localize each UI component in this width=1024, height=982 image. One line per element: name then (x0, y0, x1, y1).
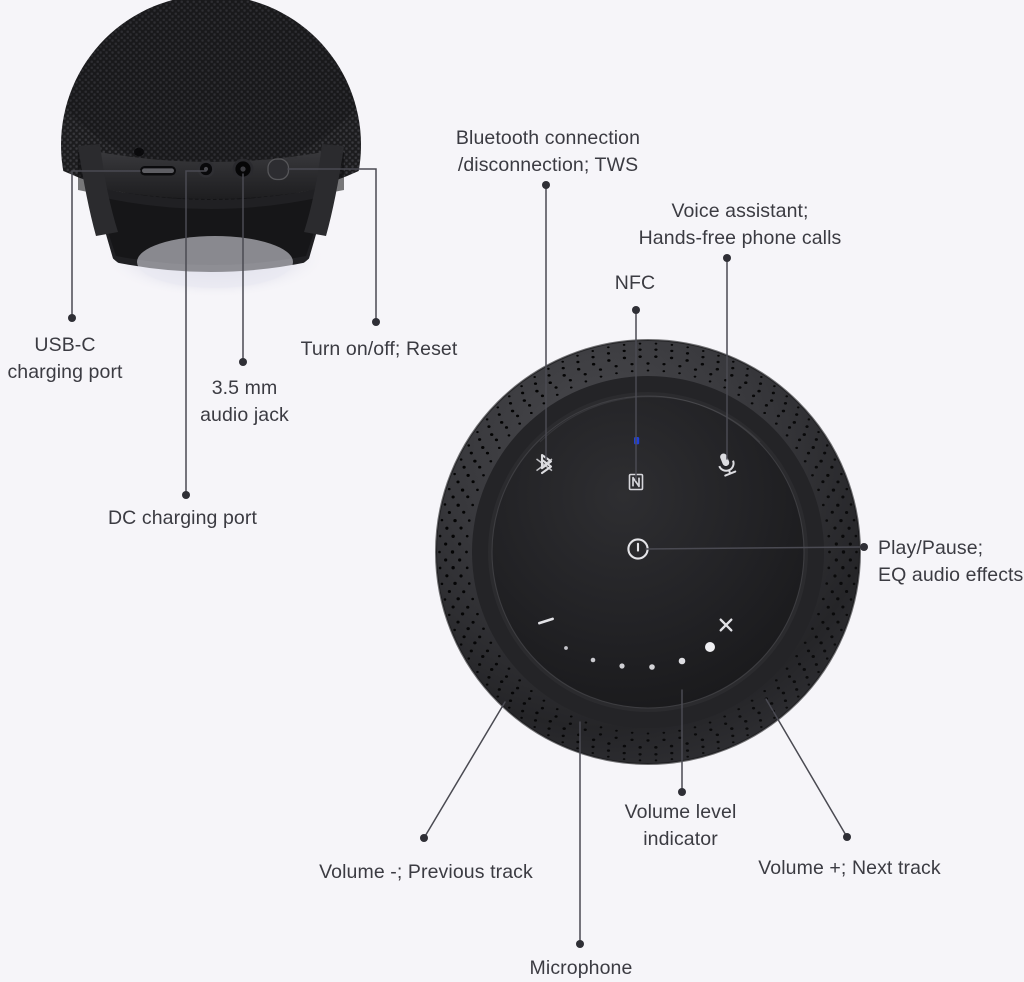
leader-play-pause (645, 546, 863, 550)
callout-label-line: /disconnection; TWS (457, 154, 639, 176)
port-panel-inset (61, 0, 361, 298)
leader-usb-c (71, 170, 141, 319)
leader-dc-charging (185, 170, 207, 496)
callout-label-microphone: Microphone (525, 955, 637, 982)
callout-label-line: indicator (643, 828, 718, 850)
callout-label-line: audio jack (200, 404, 289, 426)
callout-label-line: Bluetooth connection (455, 127, 641, 149)
callout-label-volume-level: Volume level indicator (623, 799, 738, 853)
callout-label-line: DC charging port (107, 507, 257, 529)
dot-volume-up (843, 833, 851, 841)
callout-label-line: Hands-free phone calls (638, 227, 842, 249)
callout-label-audio-jack: 3.5 mm audio jack (192, 375, 297, 429)
callout-label-line: Volume +; Next track (758, 857, 941, 879)
audio-jack-port (232, 158, 254, 180)
leader-volume-down (423, 701, 506, 839)
speaker-top-view (435, 339, 861, 765)
volume-down-button[interactable] (538, 617, 554, 625)
dot-volume-level (678, 788, 686, 796)
dot-nfc (632, 306, 640, 314)
callout-label-usb-c: USB-C charging port (6, 332, 124, 386)
volume-up-button[interactable] (715, 614, 736, 635)
callout-label-bluetooth: Bluetooth connection/disconnection; TWS (452, 125, 644, 179)
callout-label-line: 3.5 mm (211, 377, 278, 399)
callout-label-play-pause: Play/Pause; EQ audio effects (878, 535, 1024, 589)
dot-voice-assistant (723, 254, 731, 262)
callout-label-line: Play/Pause; (878, 537, 984, 559)
callout-label-power-reset: Turn on/off; Reset (298, 336, 460, 363)
dot-audio-jack (239, 358, 247, 366)
dot-dc-charging (182, 491, 190, 499)
dot-usb-c (68, 314, 76, 322)
callout-label-line: Microphone (529, 957, 633, 979)
dot-bluetooth (542, 181, 550, 189)
leader-power-reset (287, 168, 377, 323)
leader-volume-up (765, 698, 848, 838)
callout-label-line: Turn on/off; Reset (300, 338, 458, 360)
callout-label-volume-down: Volume -; Previous track (318, 859, 534, 886)
dc-charging-port (197, 160, 215, 178)
callout-label-volume-up: Volume +; Next track (758, 855, 941, 882)
dot-power-reset (372, 318, 380, 326)
dot-volume-down (420, 834, 428, 842)
callout-label-line: NFC (614, 272, 656, 294)
callout-label-line: Volume -; Previous track (319, 861, 533, 883)
callout-label-line: charging port (7, 361, 123, 383)
callout-label-line: USB-C (34, 334, 96, 356)
callout-label-line: Volume level (624, 801, 737, 823)
callout-label-voice-assistant: Voice assistant; Hands-free phone calls (634, 198, 846, 252)
leader-endpoint-dots (68, 181, 868, 948)
callout-label-nfc: NFC (606, 270, 664, 297)
grille-perforations (438, 342, 858, 762)
callout-label-dc-charging: DC charging port (100, 505, 265, 532)
usb-c-port (140, 166, 176, 176)
callout-label-line: Voice assistant; (671, 200, 809, 222)
callout-label-line: EQ audio effects (878, 564, 1024, 586)
dot-microphone (576, 940, 584, 948)
volume-level-indicator (564, 642, 715, 670)
dot-play-pause (860, 543, 868, 551)
